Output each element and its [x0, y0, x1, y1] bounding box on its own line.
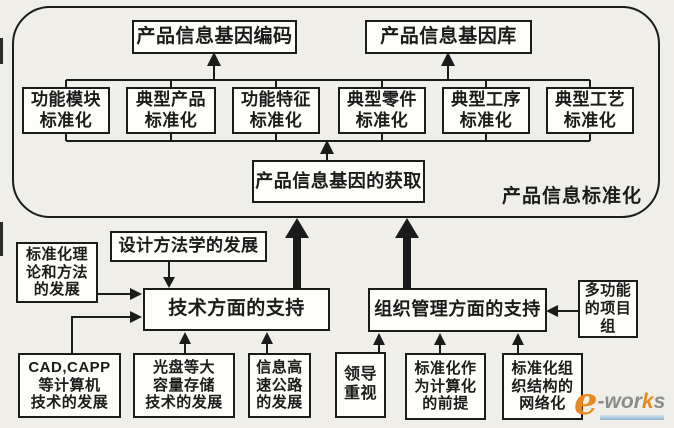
node-premise: 标准化作 为计算化 的前提	[405, 353, 486, 420]
arrowhead	[179, 332, 191, 344]
arrowhead	[434, 333, 446, 345]
top-bus-line	[65, 79, 591, 87]
node-typical-craft: 典型工艺 标准化	[546, 87, 634, 134]
arrowhead	[512, 333, 524, 345]
eworks-logo-e: e	[574, 379, 598, 423]
arrowhead	[546, 305, 558, 317]
scan-artifact	[0, 38, 3, 64]
bottom-bus-line	[65, 133, 591, 142]
arrowhead	[373, 333, 385, 345]
thick-arrowhead	[285, 218, 309, 238]
arrowhead	[320, 140, 334, 154]
node-design-method: 设计方法学的发展	[110, 231, 267, 262]
node-gene-library: 产品信息基因库	[365, 20, 532, 54]
arrowhead	[163, 277, 175, 288]
node-func-feature: 功能特征 标准化	[232, 87, 320, 134]
thick-arrowhead	[395, 218, 419, 238]
arrowhead	[130, 288, 142, 300]
node-theory: 标准化理 论和方法 的发展	[16, 242, 98, 303]
node-storage: 光盘等大 容量存储 技术的发展	[133, 353, 235, 418]
scan-artifact	[0, 222, 3, 256]
eworks-logo-s: s	[653, 390, 666, 413]
node-org-support: 组织管理方面的支持	[368, 288, 547, 332]
region-label: 产品信息标准化	[502, 186, 643, 207]
arrowhead	[207, 52, 221, 66]
node-highway: 信息高 速公路 的发展	[248, 353, 311, 418]
node-acquisition: 产品信息基因的获取	[252, 160, 425, 203]
arrowhead	[441, 52, 455, 66]
node-typical-process: 典型工序 标准化	[442, 87, 530, 134]
node-gene-coding: 产品信息基因编码	[132, 20, 297, 54]
eworks-logo-k: k	[641, 390, 654, 413]
eworks-logo-underline	[600, 415, 664, 420]
arrowhead	[130, 311, 142, 323]
node-func-module: 功能模块 标准化	[22, 87, 110, 134]
node-cad: CAD,CAPP 等计算机 技术的发展	[18, 353, 121, 418]
standardization-region-outline	[12, 6, 660, 218]
node-typical-product: 典型产品 标准化	[126, 87, 216, 134]
arrowhead	[261, 332, 273, 344]
eworks-logo-wor: -wor	[597, 390, 642, 413]
node-multi-project: 多功能 的项目 组	[578, 280, 638, 338]
node-network: 标准化组 织结构的 网络化	[502, 353, 583, 420]
node-leadership: 领导 重视	[335, 352, 386, 418]
node-tech-support: 技术方面的支持	[143, 288, 330, 331]
node-typical-part: 典型零件 标准化	[338, 87, 426, 134]
